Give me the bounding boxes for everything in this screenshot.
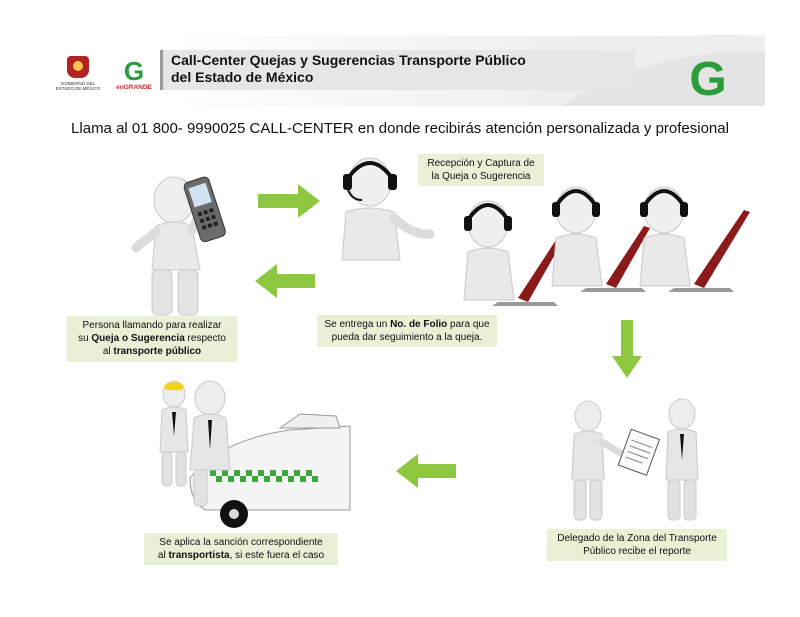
arrow-down-1 (612, 320, 642, 378)
g-logo-icon: G (123, 56, 145, 86)
edomex-logo-caption: GOBIERNO DEL ESTADO DE MÉXICO (55, 81, 101, 91)
big-g-logo-icon: G (689, 53, 727, 106)
operator-figure (341, 157, 435, 261)
page-title: Call-Center Quejas y Sugerencias Transpo… (160, 50, 635, 90)
reception-line1: Recepción y Captura de (427, 158, 535, 169)
sanction-line1: Se aplica la sanción correspondiente (159, 537, 323, 548)
caller-line3: al transporte público (102, 346, 202, 357)
caller-figure (131, 176, 226, 316)
sanction-box: Se aplica la sanción correspondiente al … (144, 533, 338, 565)
page-title-line2: del Estado de México (171, 69, 314, 85)
header-band (150, 34, 765, 106)
folio-box: Se entrega un No. de Folio para que pued… (317, 315, 497, 347)
caller-line2: su Queja o Sugerencia respecto (78, 333, 226, 344)
delegate-box: Delegado de la Zona del Transporte Públi… (547, 529, 727, 561)
arrow-right-1 (258, 184, 320, 218)
page-title-line1: Call-Center Quejas y Sugerencias Transpo… (171, 52, 526, 68)
delegate-line1: Delegado de la Zona del Transporte (557, 533, 717, 544)
reception-line2: la Queja o Sugerencia (431, 171, 531, 182)
reception-box: Recepción y Captura de la Queja o Sugere… (418, 154, 544, 186)
delegate-line2: Público recibe el reporte (583, 546, 691, 557)
caller-line1: Persona llamando para realizar (82, 320, 222, 331)
edomex-logo: GOBIERNO DEL ESTADO DE MÉXICO (52, 56, 104, 96)
engrande-logo-caption: enGRANDE (116, 84, 152, 91)
crest-icon (67, 56, 89, 78)
caller-box: Persona llamando para realizar su Queja … (67, 316, 237, 362)
arrow-left-2 (396, 454, 456, 488)
big-g-logo: G (668, 55, 748, 107)
folio-line2: pueda dar seguimiento a la queja. (331, 332, 483, 343)
subtitle: Llama al 01 800- 9990025 CALL-CENTER en … (71, 120, 729, 137)
sanction-line2: al transportista, si este fuera el caso (157, 550, 325, 561)
arrow-left-1 (255, 264, 315, 298)
delegate-figures (571, 398, 699, 521)
sanction-scene (159, 380, 351, 528)
call-center-operators (463, 186, 750, 306)
engrande-logo: G enGRANDE (116, 58, 152, 96)
folio-line1: Se entrega un No. de Folio para que (324, 319, 490, 330)
